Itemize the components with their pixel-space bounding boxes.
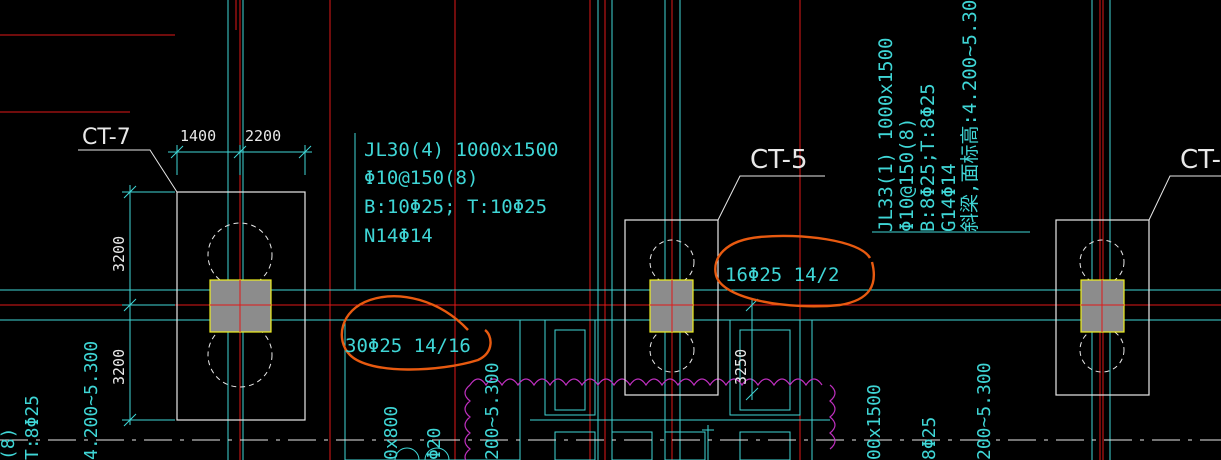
jl33-line1: JL33(1) 1000x1500 [875,38,897,232]
jl33-line5: 斜梁,面标高:4.200~5.300 [959,0,981,232]
pile-circle [1079,239,1125,285]
beam-jl33-annotation[interactable]: JL33(1) 1000x1500 Φ10@150(8) B:8Φ25;T:8Φ… [875,0,981,232]
partial-texts: 4.200~5.300 T:8Φ25 (8) 0x800 Φ20 200~5.3… [0,341,995,460]
jl33-line3: B:8Φ25;T:8Φ25 [917,83,939,232]
bottom-x1500-text: 00x1500 [864,384,885,460]
dim-3250: 3250 [732,349,750,385]
bottom-x800-text: 0x800 [381,406,402,460]
bottom-phi20-text: Φ20 [424,427,445,460]
dim-3200-upper: 3200 [110,236,128,272]
ct7-top-dimension [168,145,312,175]
pile-circle [1079,327,1125,373]
pile-cap-ct5[interactable] [624,219,719,396]
ct-right-label: CT- [1180,145,1221,175]
dim-2200: 2200 [245,127,281,145]
ct7-label-group: CT-7 [78,125,178,193]
markup-30phi25[interactable]: 30Φ25 14/16 [340,295,492,371]
left-level-text: 4.200~5.300 [81,341,102,460]
ct7-left-dimension [122,185,175,427]
bottom-level-a-text: 200~5.300 [482,362,503,460]
markup-ellipse [340,295,492,371]
pile-cap-right[interactable] [1055,219,1150,396]
jl30-line4: N14Φ14 [364,225,433,247]
dim-3200-lower: 3200 [110,349,128,385]
ct7-label: CT-7 [82,125,131,150]
markup-16phi25[interactable]: 16Φ25 14/2 [714,234,876,308]
left-t8-text: T:8Φ25 [22,395,43,460]
ct5-label: CT-5 [750,145,808,175]
markup-ellipse [714,234,876,308]
ct-right-label-group: CT- [1148,145,1221,221]
pile-circle [649,239,695,285]
bottom-arcs [394,447,450,460]
jl33-line4: G14Φ14 [938,163,960,232]
ct5-label-group: CT-5 [717,145,825,221]
beam-jl30-annotation[interactable]: JL30(4) 1000x1500 Φ10@150(8) B:10Φ25; T:… [364,139,558,247]
left-paren-text: (8) [0,427,19,460]
jl30-line3: B:10Φ25; T:10Φ25 [364,196,547,218]
jl33-line2: Φ10@150(8) [896,118,918,232]
pile-circle [207,322,273,388]
bottom-level-b-text: 200~5.300 [974,362,995,460]
jl30-line1: JL30(4) 1000x1500 [364,139,558,161]
dim-1400: 1400 [180,127,216,145]
rebar-16phi25: 16Φ25 14/2 [725,264,839,286]
rebar-30phi25: 30Φ25 14/16 [345,335,471,357]
jl30-line2: Φ10@150(8) [364,167,478,189]
bottom-8phi25-text: 8Φ25 [919,417,940,460]
revision-cloud [464,378,836,460]
pile-cap-ct7[interactable] [176,191,306,421]
pile-circle [207,222,273,288]
